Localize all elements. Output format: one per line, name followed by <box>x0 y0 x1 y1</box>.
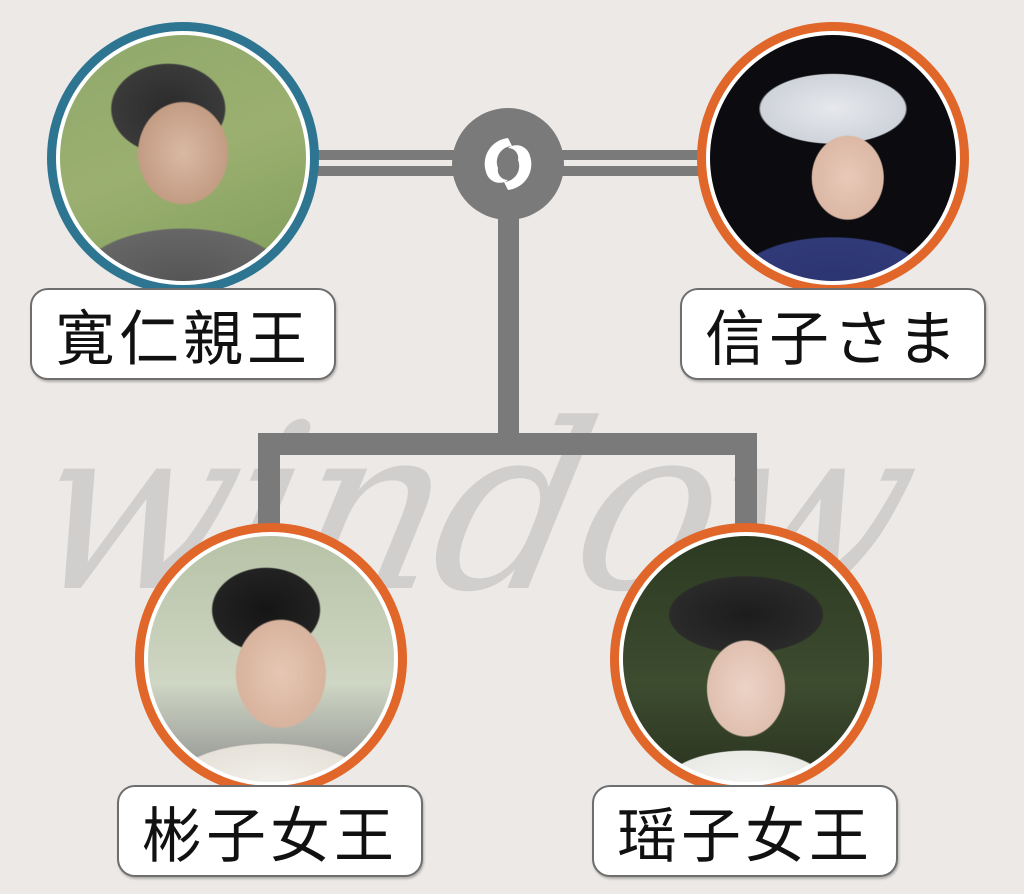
child2-photo <box>623 536 869 782</box>
child2-name: 瑶子女王 <box>617 801 873 872</box>
child1-drop <box>258 433 280 533</box>
sibling-bar <box>258 433 757 455</box>
father-photo <box>60 35 306 281</box>
mother-photo <box>710 35 956 281</box>
marriage-line-left-top <box>318 150 458 160</box>
child1-name-label: 彬子女王 <box>117 785 423 877</box>
marriage-line-right-bottom <box>558 166 700 176</box>
child2-drop <box>735 433 757 533</box>
child1-name: 彬子女王 <box>142 801 398 872</box>
father-name: 寛仁親王 <box>55 304 311 375</box>
marriage-rings-icon <box>484 138 532 190</box>
child1-photo <box>148 536 394 782</box>
child1-portrait <box>135 523 407 795</box>
mother-name: 信子さま <box>705 304 961 375</box>
father-portrait <box>47 22 319 294</box>
marriage-line-right-top <box>558 150 700 160</box>
father-name-label: 寛仁親王 <box>30 288 336 380</box>
descent-stem <box>498 210 519 455</box>
marriage-line-left-bottom <box>318 166 458 176</box>
child2-portrait <box>610 523 882 795</box>
mother-name-label: 信子さま <box>680 288 986 380</box>
mother-portrait <box>697 22 969 294</box>
child2-name-label: 瑶子女王 <box>592 785 898 877</box>
marriage-node <box>452 108 564 220</box>
